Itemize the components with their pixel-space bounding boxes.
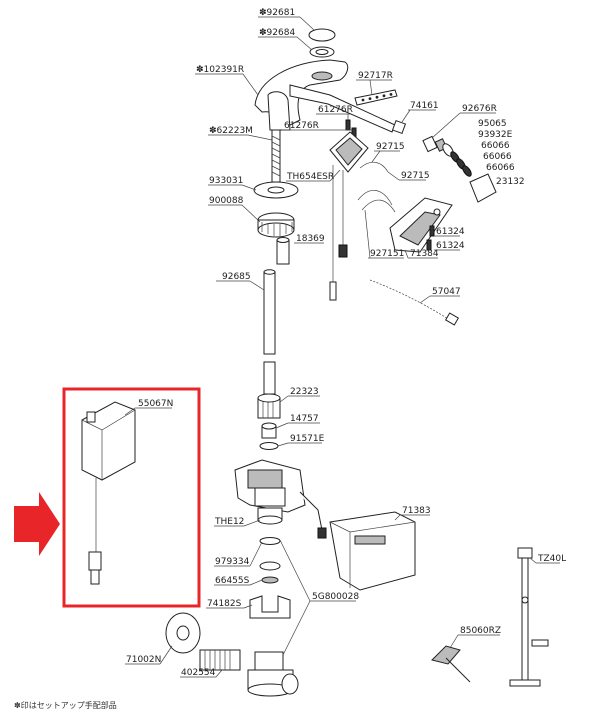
label-22323: 22323 <box>290 387 319 397</box>
label-TH654ESR: TH654ESR <box>286 172 334 182</box>
label-402554: 402554 <box>181 668 216 678</box>
label-62223M: ✽62223M <box>209 126 253 136</box>
valve-body <box>234 459 327 539</box>
label-71384: 71384 <box>410 249 439 259</box>
spout-body-102391R <box>254 59 396 133</box>
cap-92681 <box>308 28 336 42</box>
escutcheon-71002N <box>165 612 201 654</box>
label-61276R-a: 61276R <box>318 105 353 115</box>
highlight-arrow <box>14 492 60 556</box>
rod-62223M <box>271 129 281 183</box>
label-55067N: 55067N <box>138 399 173 409</box>
label-71383: 71383 <box>402 506 431 516</box>
label-66066-a: 66066 <box>481 141 510 151</box>
label-91571E: 91571E <box>290 434 325 444</box>
label-57047: 57047 <box>432 287 461 297</box>
shaft-92685 <box>263 269 276 395</box>
adapter-55067N <box>81 401 136 585</box>
highlight-box <box>62 387 201 608</box>
washer-92684 <box>309 46 335 58</box>
fitting-14757 <box>261 422 277 439</box>
screws-61324 <box>426 225 435 251</box>
plate-933031 <box>253 181 299 199</box>
label-71002N: 71002N <box>126 655 161 665</box>
label-5G800028: 5G800028 <box>312 592 359 602</box>
label-927151: 927151 <box>370 249 404 259</box>
label-THE12: THE12 <box>214 517 244 527</box>
label-92685: 92685 <box>222 272 251 282</box>
label-61276R-b: 61276R <box>284 121 319 131</box>
bottom-fitting-5G800028 <box>247 651 299 697</box>
label-23132: 23132 <box>496 177 525 187</box>
label-102391R: ✽102391R <box>196 65 244 75</box>
label-14757: 14757 <box>290 414 319 424</box>
label-92684: ✽92684 <box>259 28 295 38</box>
label-18369: 18369 <box>296 234 325 244</box>
wrench-TZ40L <box>509 547 549 687</box>
label-61324-a: 61324 <box>436 227 465 237</box>
nut-74161 <box>391 119 407 135</box>
aerator-parts <box>422 135 497 203</box>
nut-900088 <box>257 212 295 238</box>
pipe-402554 <box>199 649 241 671</box>
footnote: ✽印はセットアップ手配部品 <box>14 700 117 710</box>
label-66066-c: 66066 <box>486 163 515 173</box>
label-92717R: 92717R <box>358 71 393 81</box>
label-933031: 933031 <box>209 176 243 186</box>
sensor-unit-TH654ESR <box>329 131 369 301</box>
label-92676R: 92676R <box>462 104 497 114</box>
chain-57047 <box>369 279 460 326</box>
part-labels: ✽92681 ✽92684 ✽102391R 92717R 74161 9267… <box>126 8 566 678</box>
filter-66455S <box>259 561 281 584</box>
label-92715-b: 92715 <box>401 171 430 181</box>
label-95065: 95065 <box>478 119 507 129</box>
label-74182S: 74182S <box>207 599 242 609</box>
label-900088: 900088 <box>209 196 244 206</box>
label-85060RZ: 85060RZ <box>460 626 501 636</box>
label-93932E: 93932E <box>478 130 513 140</box>
leader-lines <box>124 16 560 678</box>
battery-box-71383 <box>329 511 416 591</box>
label-74161: 74161 <box>410 101 439 111</box>
cover-71384 <box>389 197 453 253</box>
label-92681: ✽92681 <box>259 8 295 18</box>
sleeve-18369 <box>276 237 290 265</box>
nut-22323 <box>257 393 281 419</box>
label-92715-a: 92715 <box>376 142 405 152</box>
key-85060RZ <box>431 645 471 683</box>
label-66066-b: 66066 <box>483 152 512 162</box>
oring-91571E <box>259 442 279 450</box>
label-66455S: 66455S <box>215 576 250 586</box>
lever-clips-92715 <box>357 161 396 213</box>
bracket-74182S <box>249 595 291 619</box>
oring-979334 <box>259 537 281 545</box>
label-61324-b: 61324 <box>436 241 465 251</box>
label-TZ40L: TZ40L <box>537 554 566 564</box>
strainer-plate-92717R <box>354 89 398 106</box>
label-979334: 979334 <box>215 557 250 567</box>
